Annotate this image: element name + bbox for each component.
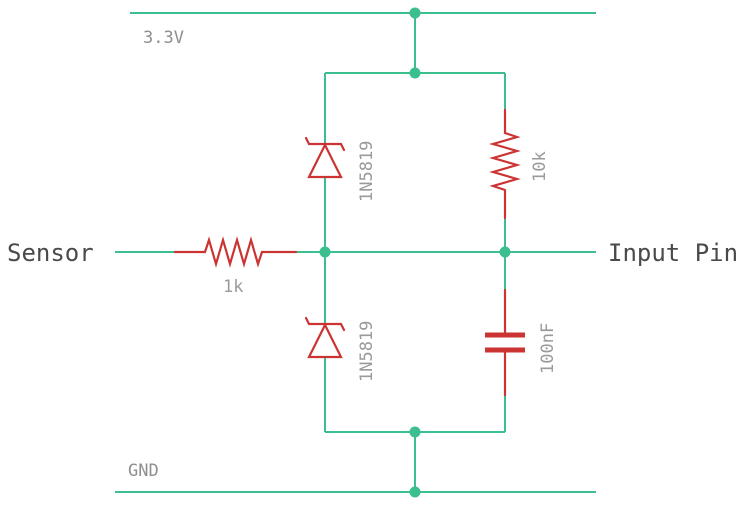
junction-diode-node — [319, 246, 331, 258]
upper-diode-cathode-bar — [304, 136, 346, 152]
junction-output-node — [499, 246, 511, 258]
input-pin-port-label: Input Pin — [608, 239, 738, 267]
filter-capacitor — [485, 288, 525, 397]
lower-diode-body — [307, 322, 343, 359]
pullup-resistor — [489, 108, 521, 220]
power-net-label: 3.3V — [143, 28, 184, 48]
pullup-resistor-value: 10k — [530, 151, 550, 182]
junction-upper-bus — [409, 67, 421, 79]
ground-net-label: GND — [128, 461, 159, 481]
lower-diode-part-number: 1N5819 — [357, 321, 377, 382]
lower-diode-cathode-bar — [304, 316, 346, 332]
junction-lower-bus — [409, 426, 421, 438]
filter-capacitor-value: 100nF — [538, 323, 558, 374]
pullup-resistor-symbol — [489, 108, 521, 220]
series-resistor-value: 1k — [223, 277, 243, 297]
series-resistor — [173, 236, 298, 268]
series-resistor-symbol — [173, 236, 298, 268]
upper-diode-body — [307, 142, 343, 179]
lower-diode — [304, 316, 346, 359]
junction-ground-rail — [409, 486, 421, 498]
upper-diode-part-number: 1N5819 — [357, 141, 377, 202]
upper-diode — [304, 136, 346, 179]
junction-power-rail — [409, 7, 421, 19]
sensor-port-label: Sensor — [7, 239, 94, 267]
